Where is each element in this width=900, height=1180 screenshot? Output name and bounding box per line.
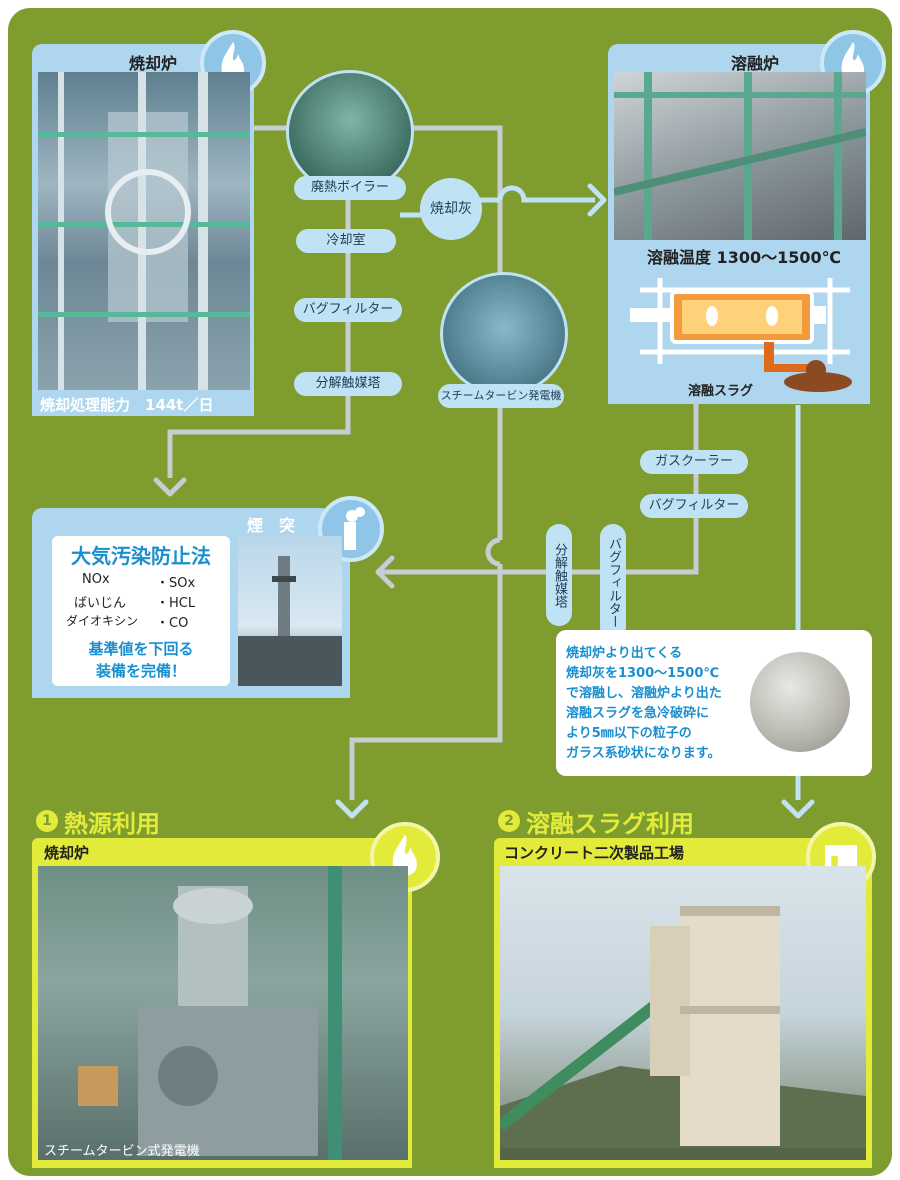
compliance-line1: 基準値を下回る (88, 640, 194, 658)
slag-note-line2: 焼却灰を1300〜1500℃ (566, 666, 720, 681)
section1-caption: スチームタービン式発電機 (44, 1144, 200, 1159)
section1-sub: 焼却炉 (44, 844, 90, 862)
slag-label: 溶融スラグ (688, 384, 754, 399)
incinerator-capacity: 焼却処理能力 144t／日 (40, 396, 214, 414)
process-pill-bagfilter: バグフィルター (294, 298, 402, 322)
chimney-title: 煙 突 (246, 516, 295, 535)
melting-furnace-diagram (630, 278, 852, 392)
section1-title: 熱源利用 (64, 810, 160, 838)
slag-note-line5: より5㎜以下の粒子の (566, 726, 692, 741)
pollutant-co: ・CO (156, 616, 189, 631)
turbine-generator-photo (38, 866, 408, 1160)
pollutant-nox: NOx (82, 572, 110, 587)
process-pill-catalyst-vertical: 分解触媒塔 (546, 524, 572, 626)
section2-sub: コンクリート二次製品工場 (504, 844, 685, 862)
process-pill-bagfilter-vertical: バグフィルター (600, 524, 626, 640)
pollutant-hcl: ・HCL (156, 596, 196, 611)
ash-label: 焼却灰 (420, 178, 482, 240)
section2-number: 2 (498, 810, 520, 832)
process-pill-gascooler: ガスクーラー (640, 450, 748, 474)
slag-note-line1: 焼却炉より出てくる (566, 646, 683, 661)
slag-sample-photo (750, 652, 850, 752)
compliance-line2: 装備を完備！ (95, 662, 186, 680)
turbine-label: スチームタービン発電機 (438, 384, 564, 408)
chimney-icon (318, 496, 384, 562)
pollutant-dust: ばいじん (74, 596, 127, 611)
process-pill-catalyst: 分解触媒塔 (294, 372, 402, 396)
melting-furnace-photo (614, 72, 866, 240)
melting-furnace-title: 溶融炉 (730, 54, 779, 73)
pollutant-dioxin: ダイオキシン (66, 614, 139, 628)
melting-temperature: 溶融温度 1300〜1500℃ (646, 248, 841, 267)
section1-number: 1 (36, 810, 58, 832)
law-box (52, 536, 230, 686)
boiler-photo (286, 70, 414, 194)
slag-note-line4: 溶融スラグを急冷破砕に (566, 706, 710, 721)
incinerator-photo (38, 72, 250, 390)
process-pill-bagfilter-2: バグフィルター (640, 494, 748, 518)
incinerator-title: 焼却炉 (128, 54, 177, 73)
concrete-plant-photo (500, 866, 866, 1160)
section2-title: 溶融スラグ利用 (526, 810, 694, 838)
chimney-photo (238, 536, 342, 686)
pollutant-sox: ・SOx (156, 576, 196, 591)
slag-note-line6: ガラス系砂状になります。 (566, 746, 721, 761)
law-title: 大気汚染防止法 (71, 544, 211, 568)
boiler-label: 廃熱ボイラー (294, 176, 406, 200)
slag-note-line3: で溶融し、溶融炉より出た (566, 686, 722, 701)
process-pill-cooling: 冷却室 (296, 229, 396, 253)
turbine-photo (440, 272, 568, 396)
